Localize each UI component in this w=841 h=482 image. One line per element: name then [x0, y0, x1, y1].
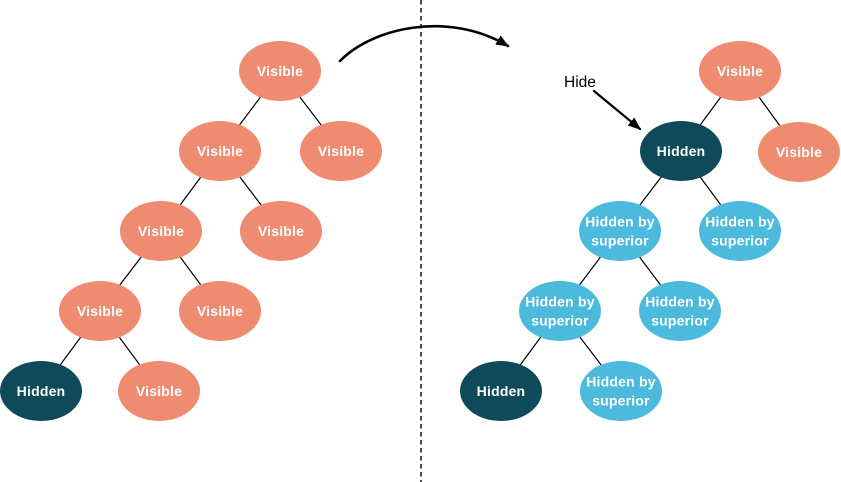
tree-node-hidden: Hidden	[0, 361, 82, 421]
hide-annotation: Hide	[564, 74, 642, 131]
hidden-ellipse	[0, 361, 82, 421]
visible-ellipse	[699, 41, 781, 101]
tree-node-hidden: Hidden	[460, 361, 542, 421]
hidden-ellipse	[460, 361, 542, 421]
tree-node-visible: Visible	[699, 41, 781, 101]
node-label: Visible	[77, 303, 123, 319]
node-label: Visible	[717, 63, 763, 79]
hide-arrow	[592, 89, 642, 131]
node-label: Hidden	[17, 383, 66, 399]
node-label: Visible	[257, 63, 303, 79]
node-label: Visible	[197, 303, 243, 319]
node-label: Visible	[197, 143, 243, 159]
tree-node-hidden: Hidden	[640, 121, 722, 181]
hidden_by_superior-ellipse	[519, 281, 601, 341]
node-label: Visible	[258, 223, 304, 239]
tree-node-visible: Visible	[118, 361, 200, 421]
visible-ellipse	[300, 121, 382, 181]
tree-node-visible: Visible	[758, 122, 840, 182]
hidden_by_superior-ellipse	[639, 281, 721, 341]
node-label: Visible	[136, 383, 182, 399]
tree-node-visible: Visible	[240, 201, 322, 261]
hidden-ellipse	[640, 121, 722, 181]
node-label: Hidden	[477, 383, 526, 399]
visible-ellipse	[118, 361, 200, 421]
node-label: Visible	[318, 143, 364, 159]
tree-node-visible: Visible	[179, 121, 261, 181]
tree-node-visible: Visible	[179, 281, 261, 341]
visible-ellipse	[240, 201, 322, 261]
visible-ellipse	[179, 281, 261, 341]
tree-node-visible: Visible	[120, 201, 202, 261]
hidden_by_superior-ellipse	[580, 361, 662, 421]
hidden_by_superior-ellipse	[579, 201, 661, 261]
tree-node-visible: Visible	[59, 281, 141, 341]
visible-ellipse	[179, 121, 261, 181]
hide-label: Hide	[564, 74, 596, 91]
node-label: Hidden	[657, 143, 706, 159]
transform-arrow	[338, 25, 510, 63]
tree-node-visible: Visible	[239, 41, 321, 101]
visible-ellipse	[59, 281, 141, 341]
tree-node-visible: Visible	[300, 121, 382, 181]
hidden_by_superior-ellipse	[699, 201, 781, 261]
node-label: Visible	[776, 144, 822, 160]
node-label: Visible	[138, 223, 184, 239]
visible-ellipse	[239, 41, 321, 101]
visible-ellipse	[758, 122, 840, 182]
visible-ellipse	[120, 201, 202, 261]
